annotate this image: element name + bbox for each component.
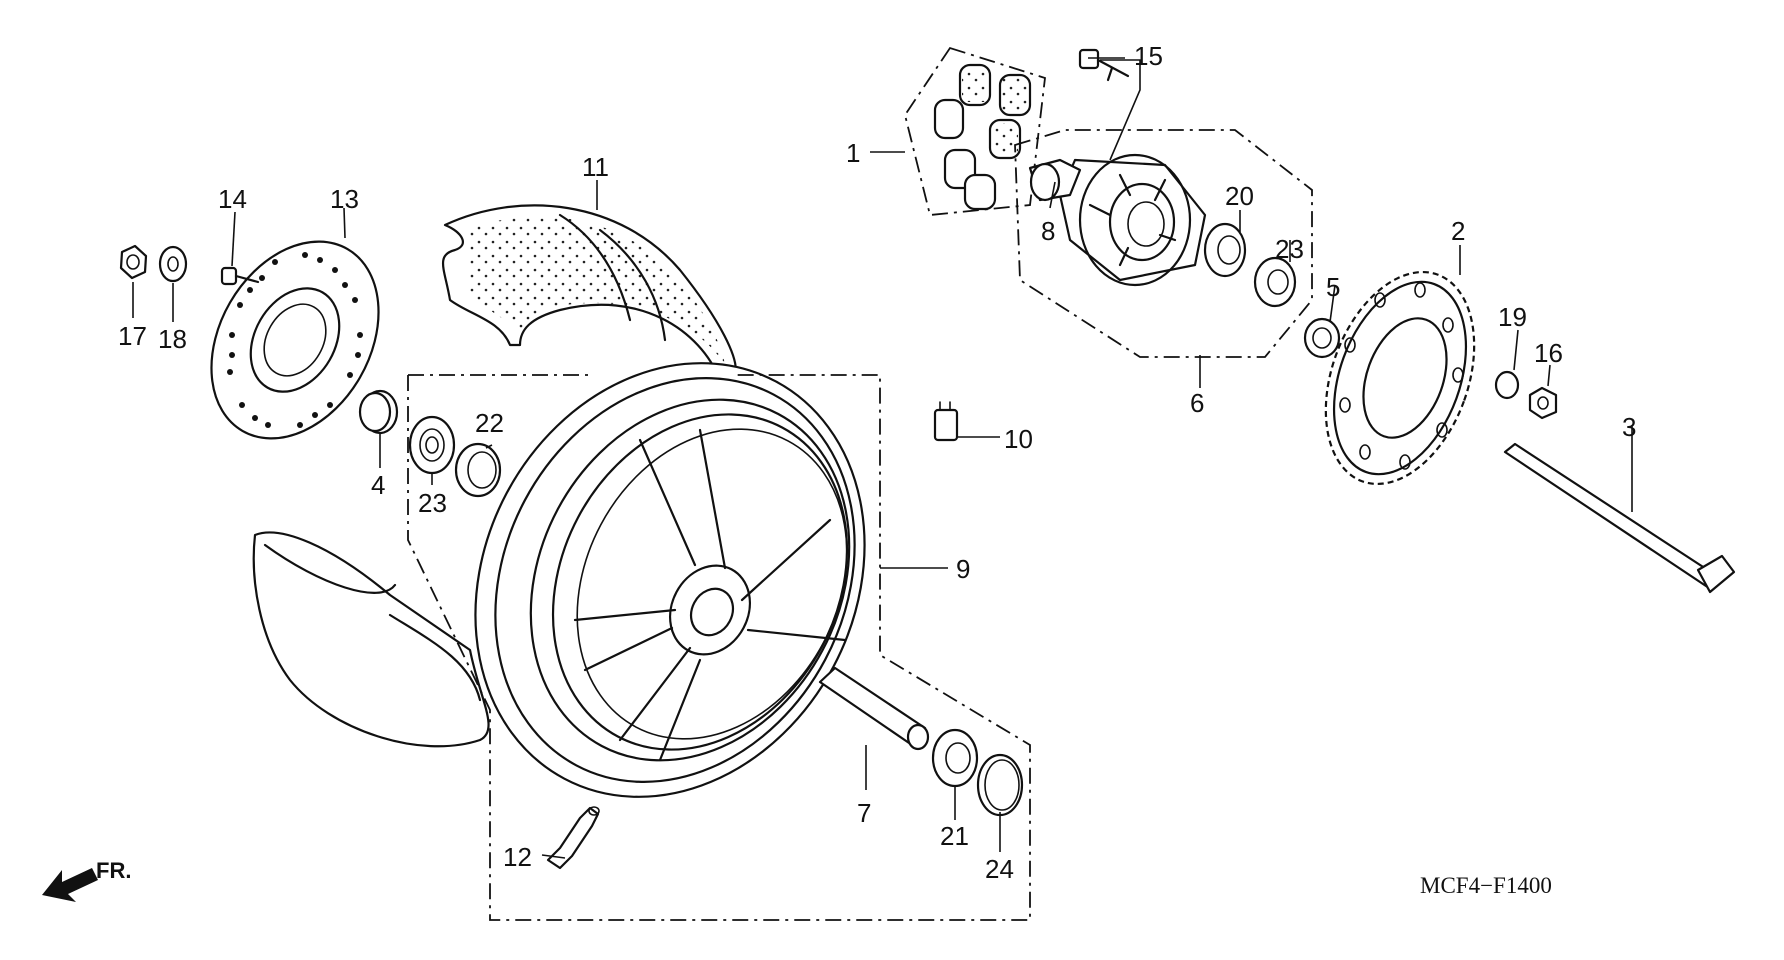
sprocket-washer bbox=[1494, 370, 1520, 400]
callout-23-right: 23 bbox=[1275, 234, 1304, 264]
callout-4: 4 bbox=[371, 470, 385, 500]
callout-13: 13 bbox=[330, 184, 359, 214]
flange-bolt bbox=[1078, 48, 1130, 82]
callout-23: 23 bbox=[418, 488, 447, 518]
callout-3: 3 bbox=[1622, 412, 1636, 442]
callout-12: 12 bbox=[503, 842, 532, 872]
callout-5: 5 bbox=[1326, 272, 1340, 302]
callout-9: 9 bbox=[956, 554, 970, 584]
callout-1: 1 bbox=[846, 138, 860, 168]
callout-2: 2 bbox=[1451, 216, 1465, 246]
callout-19: 19 bbox=[1498, 302, 1527, 332]
leader-lines bbox=[132, 57, 1633, 859]
wheel bbox=[474, 362, 866, 798]
callout-17: 17 bbox=[118, 321, 147, 351]
disc-bolt bbox=[220, 266, 260, 286]
callout-10: 10 bbox=[1004, 424, 1033, 454]
flange-bearing-2 bbox=[1253, 256, 1297, 308]
diagram-code: MCF4−F1400 bbox=[1420, 873, 1552, 898]
tire bbox=[252, 204, 737, 748]
callout-11: 11 bbox=[582, 152, 609, 182]
callout-14: 14 bbox=[218, 184, 247, 214]
nut bbox=[119, 244, 148, 280]
callout-24: 24 bbox=[985, 854, 1014, 884]
callout-15: 15 bbox=[1134, 41, 1163, 71]
callout-6: 6 bbox=[1190, 388, 1204, 418]
callout-22: 22 bbox=[475, 408, 504, 438]
callout-16: 16 bbox=[1534, 338, 1563, 368]
brake-disc bbox=[210, 240, 380, 440]
callout-20: 20 bbox=[1225, 181, 1254, 211]
washer bbox=[158, 245, 188, 283]
flange-collar bbox=[1028, 158, 1082, 202]
axle bbox=[1503, 442, 1736, 594]
damper-rubbers bbox=[904, 46, 1046, 216]
callouts: 1 2 3 4 5 6 7 8 9 10 11 12 13 14 15 16 1… bbox=[118, 41, 1636, 884]
callout-8: 8 bbox=[1041, 216, 1055, 246]
front-direction-label: FR. bbox=[96, 858, 131, 883]
sprocket-nut bbox=[1528, 386, 1558, 420]
wheel-bearing bbox=[931, 728, 979, 788]
balance-weight-clip bbox=[933, 401, 959, 442]
bearing bbox=[454, 442, 502, 498]
tire-valve bbox=[546, 806, 600, 870]
sprocket bbox=[1324, 270, 1476, 486]
flange-bearing bbox=[1203, 222, 1247, 278]
driven-flange bbox=[1058, 153, 1207, 287]
collar bbox=[358, 389, 399, 435]
callout-18: 18 bbox=[158, 324, 187, 354]
distance-collar bbox=[818, 666, 930, 751]
bearing bbox=[408, 415, 456, 475]
callout-7: 7 bbox=[857, 798, 871, 828]
front-direction-arrow: FR. bbox=[42, 858, 131, 902]
side-collar bbox=[1303, 317, 1341, 359]
dust-seal bbox=[976, 753, 1024, 817]
callout-21: 21 bbox=[940, 821, 969, 851]
